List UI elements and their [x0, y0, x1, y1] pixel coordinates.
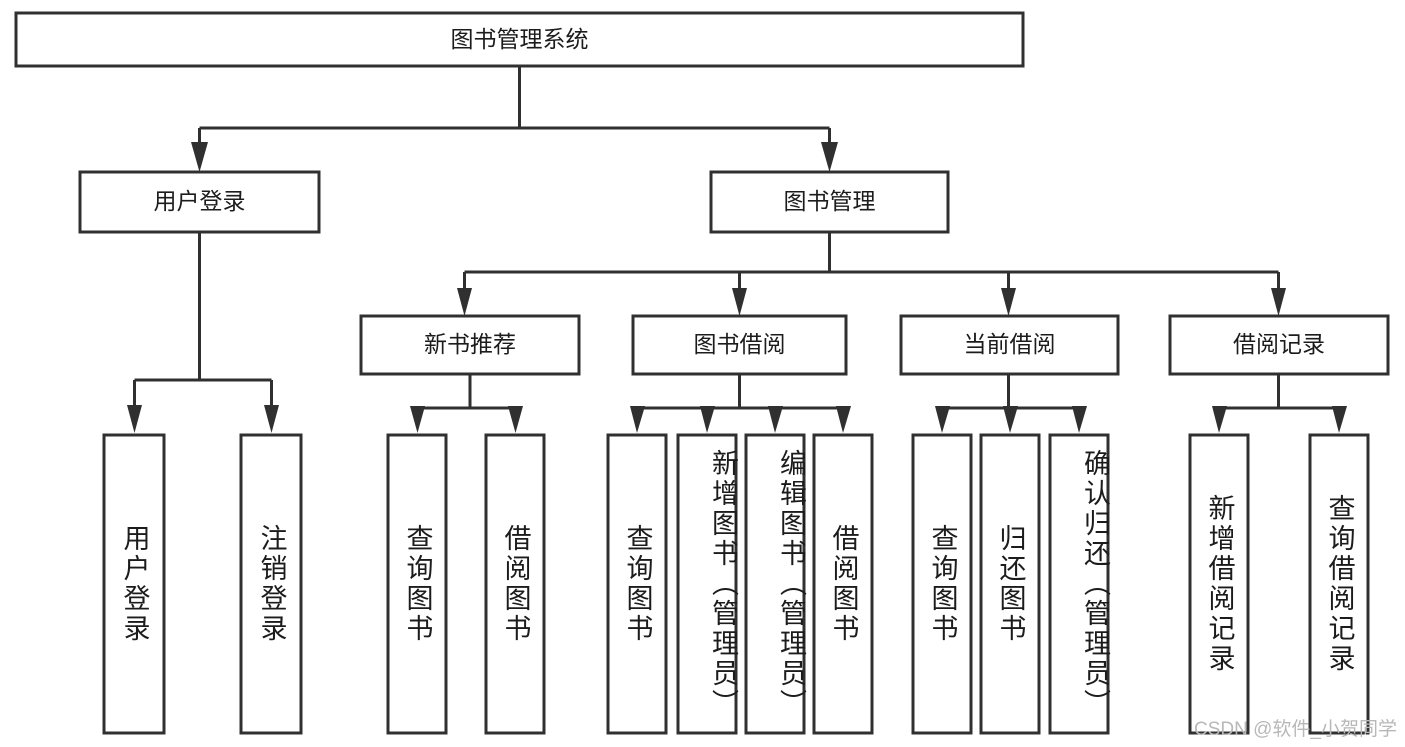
node-root[interactable]: 图书管理系统 — [14, 11, 1025, 68]
leaf-box-query-book-a[interactable] — [386, 433, 448, 735]
arrow-b-book-b — [836, 406, 851, 433]
node-new-book-recommend-label: 新书推荐 — [424, 331, 516, 357]
leaf-label-borrow-book-a: 借阅图书 — [500, 524, 531, 644]
arrow-edit-book — [768, 406, 783, 433]
leaf-box-query-book-b[interactable] — [606, 433, 668, 735]
leaf-box-add-book[interactable] — [676, 433, 738, 735]
arrow-q-book-c — [935, 406, 950, 433]
node-borrow-records[interactable]: 借阅记录 — [1168, 314, 1390, 376]
node-current-borrow-label: 当前借阅 — [964, 331, 1056, 357]
leaf-box-query-record[interactable] — [1308, 433, 1370, 735]
csdn-watermark: CSDN @软件_小贺同学 — [1194, 719, 1397, 740]
leaf-box-borrow-book-b[interactable] — [812, 433, 874, 735]
leaf-label-query-book-a: 查询图书 — [402, 524, 433, 644]
node-user-login[interactable]: 用户登录 — [78, 170, 321, 234]
leaf-label-return-book: 归还图书 — [995, 524, 1026, 644]
node-current-borrow-box[interactable] — [899, 314, 1120, 376]
leaf-boxes-layer — [102, 433, 1370, 735]
leaf-label-user-logout: 注销登录 — [256, 524, 287, 644]
arrow-return-book — [1003, 406, 1018, 433]
leaf-label-add-record: 新增借阅记录 — [1204, 494, 1235, 674]
node-book-management-label: 图书管理 — [784, 188, 876, 214]
leaf-box-borrow-book-a[interactable] — [484, 433, 546, 735]
arrow-records — [1271, 288, 1286, 316]
node-root-label: 图书管理系统 — [451, 26, 589, 52]
node-user-login-box[interactable] — [78, 170, 321, 234]
arrow-current — [1001, 288, 1016, 316]
node-new-book-recommend[interactable]: 新书推荐 — [359, 314, 581, 376]
node-book-management-box[interactable] — [709, 170, 950, 234]
leaf-label-user-login: 用户登录 — [119, 524, 150, 644]
arrow-b-book-a — [508, 406, 523, 433]
edges-layer — [127, 66, 1347, 433]
arrow-leaf-user-login — [127, 405, 142, 433]
arrow-confirm-return — [1072, 406, 1087, 433]
leaf-box-add-record[interactable] — [1188, 433, 1250, 735]
node-user-login-label: 用户登录 — [154, 188, 246, 214]
nodes-layer: 图书管理系统 用户登录 图书管理 新书推荐 图书借阅 当前借阅 — [14, 11, 1390, 735]
arrow-book-mgmt — [821, 142, 838, 172]
arrow-add-record — [1212, 406, 1227, 433]
node-new-book-recommend-box[interactable] — [359, 314, 581, 376]
leaf-box-user-logout[interactable] — [239, 433, 303, 735]
leaf-label-confirm-return: 确认归还（管理员） — [1080, 449, 1110, 719]
node-book-borrow-box[interactable] — [631, 314, 848, 376]
leaf-label-query-record: 查询借阅记录 — [1324, 494, 1355, 674]
arrow-q-book-a — [410, 406, 425, 433]
leaf-label-add-book: 新增图书（管理员） — [708, 449, 738, 719]
node-borrow-records-box[interactable] — [1168, 314, 1390, 376]
arrow-add-book — [700, 406, 715, 433]
arrow-borrow — [732, 288, 747, 316]
leaf-box-confirm-return[interactable] — [1048, 433, 1110, 735]
node-book-borrow[interactable]: 图书借阅 — [631, 314, 848, 376]
node-book-management[interactable]: 图书管理 — [709, 170, 950, 234]
leaf-box-return-book[interactable] — [979, 433, 1041, 735]
leaf-box-query-book-c[interactable] — [911, 433, 973, 735]
node-current-borrow[interactable]: 当前借阅 — [899, 314, 1120, 376]
leaf-label-query-book-c: 查询图书 — [927, 524, 958, 644]
arrow-new-rec — [457, 288, 472, 316]
leaf-box-user-login[interactable] — [102, 433, 166, 735]
arrow-query-record — [1332, 406, 1347, 433]
arrow-user-login — [191, 142, 208, 172]
arrow-q-book-b — [630, 406, 645, 433]
node-book-borrow-label: 图书借阅 — [694, 331, 786, 357]
leaf-label-edit-book: 编辑图书（管理员） — [776, 449, 806, 719]
leaf-box-edit-book[interactable] — [744, 433, 806, 735]
node-root-box[interactable] — [14, 11, 1025, 68]
node-borrow-records-label: 借阅记录 — [1233, 331, 1325, 357]
leaf-label-query-book-b: 查询图书 — [622, 524, 653, 644]
arrow-leaf-user-logout — [264, 405, 279, 433]
leaf-label-borrow-book-b: 借阅图书 — [828, 524, 859, 644]
